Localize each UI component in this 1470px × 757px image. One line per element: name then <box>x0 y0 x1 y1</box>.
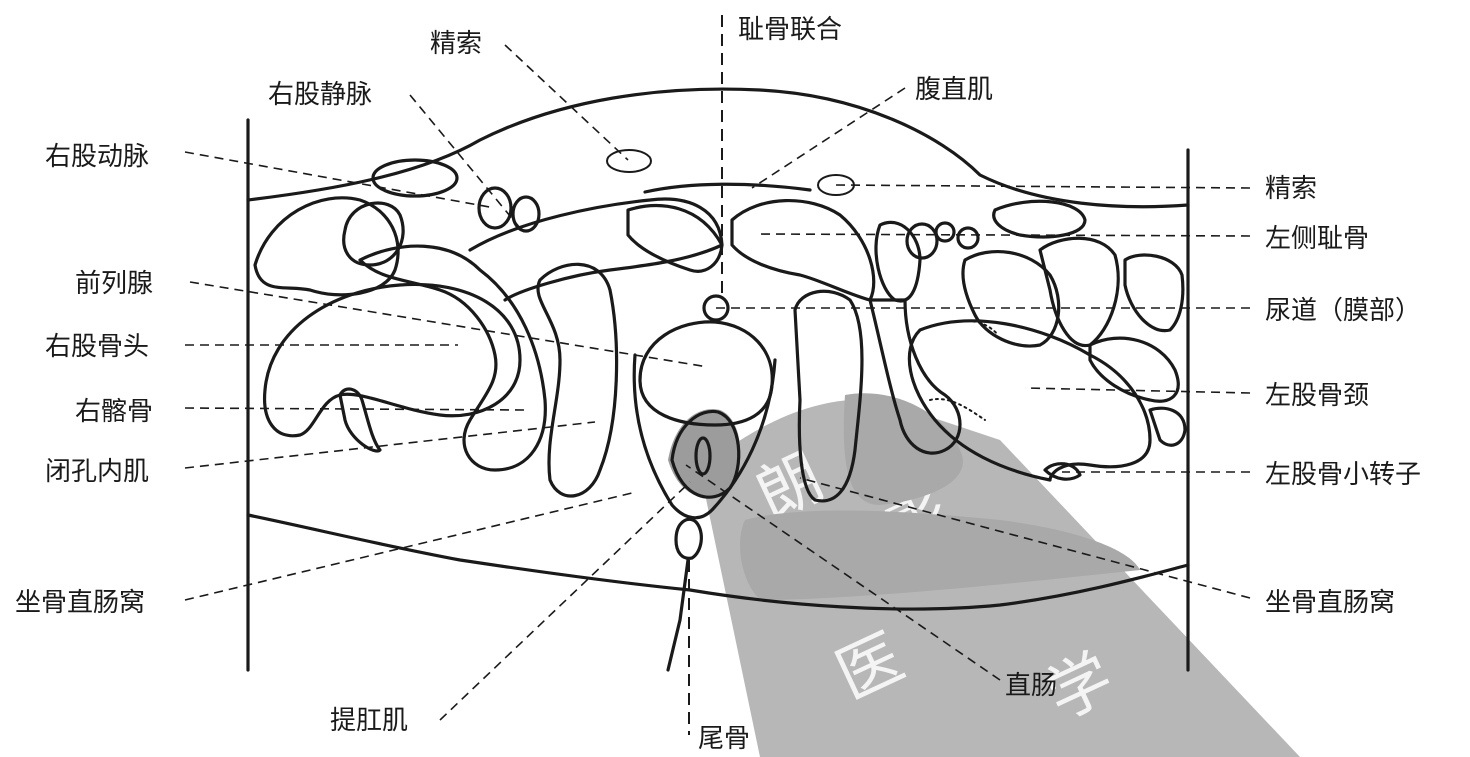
right-sartorius <box>342 201 405 267</box>
label-left-lesser-trochanter: 左股骨小转子 <box>1265 460 1421 490</box>
leader-left-pubis <box>757 233 1251 237</box>
symphysis-bridge <box>643 182 812 194</box>
right-pubic-ramus <box>468 197 724 302</box>
label-levator-ani: 提肛肌 <box>330 706 408 736</box>
left-obturator <box>793 289 864 503</box>
left-lesser-trochanter-outline <box>1043 462 1082 481</box>
label-right-femoral-head: 右股骨头 <box>45 332 149 362</box>
leader-left-femoral-neck <box>1024 387 1251 394</box>
left-muscle-group-2 <box>1123 253 1185 333</box>
levator-ani-wall <box>632 353 777 520</box>
left-side-structures <box>793 174 1187 503</box>
gluteal-cleft <box>666 558 690 672</box>
label-ischiorectal-fossa-right: 坐骨直肠窝 <box>1265 588 1395 618</box>
shaded-rectum <box>668 409 741 498</box>
left-capsule-dotted <box>954 319 999 336</box>
left-femoral-head-outline <box>907 319 1152 482</box>
label-pubic-symphysis: 耻骨联合 <box>738 15 842 45</box>
label-rectum: 直肠 <box>1005 671 1057 701</box>
leader-right-femoral-vein <box>409 94 521 229</box>
right-femoral-head-outline <box>262 282 522 438</box>
leader-prostate <box>189 281 709 368</box>
left-spermatic-cord <box>817 174 855 196</box>
leader-ischiorectal-right <box>799 477 1251 599</box>
left-sartorius <box>874 220 922 303</box>
right-obturator <box>536 262 619 498</box>
right-ischium-outline <box>358 244 547 472</box>
leader-rectum <box>685 464 1001 681</box>
body-outline <box>246 87 1190 672</box>
body-lower-contour <box>246 513 1190 611</box>
left-femoral-neck-bone <box>961 249 1061 348</box>
label-right-femoral-artery: 右股动脉 <box>45 142 149 172</box>
shaded-lower-right <box>740 510 1140 600</box>
leader-spermatic-cord-right <box>835 184 1251 189</box>
leader-right-ischium <box>184 407 526 411</box>
leader-spermatic-cord-top <box>504 44 629 161</box>
urethra-ring <box>702 294 730 322</box>
left-ischium-outline <box>868 298 962 455</box>
leader-rectus-abdominis <box>751 87 906 189</box>
right-pubic-body <box>626 203 724 273</box>
right-iliopsoas <box>253 196 400 297</box>
shaded-left-fossa <box>843 393 963 505</box>
leader-ischiorectal-left <box>184 492 633 601</box>
right-side-structures <box>253 149 724 498</box>
left-capsule-dotted-lower <box>929 398 986 421</box>
right-femoral-artery-ring <box>511 195 541 233</box>
label-urethra-membranous: 尿道（膜部） <box>1265 296 1421 326</box>
prostate-outline <box>638 320 774 427</box>
label-left-femoral-neck: 左股骨颈 <box>1265 381 1369 411</box>
body-top-contour <box>246 87 1190 209</box>
label-left-pubis: 左侧耻骨 <box>1265 224 1369 254</box>
label-right-ischium: 右髂骨 <box>75 397 153 427</box>
left-femoral-vein-ring <box>905 222 939 260</box>
label-rectus-abdominis: 腹直肌 <box>915 75 993 105</box>
midline-structures <box>626 182 876 560</box>
rectum-lumen <box>694 436 712 476</box>
left-gluteus <box>1148 406 1187 447</box>
left-muscle-group-1 <box>1038 236 1120 348</box>
left-vastus <box>1088 336 1180 403</box>
label-ischiorectal-fossa-left: 坐骨直肠窝 <box>15 588 145 618</box>
left-iliopsoas <box>992 199 1087 239</box>
leader-right-femoral-artery <box>184 151 496 209</box>
leader-lines <box>184 44 1251 721</box>
label-coccyx: 尾骨 <box>698 724 750 754</box>
label-spermatic-cord-top: 精索 <box>430 29 482 59</box>
left-femoral-artery-ring <box>934 221 956 243</box>
leader-levator-ani <box>439 481 691 721</box>
rectum-outline <box>670 409 741 499</box>
right-inguinal-node <box>371 158 459 198</box>
label-right-femoral-vein: 右股静脉 <box>268 80 372 110</box>
label-spermatic-cord-right: 精索 <box>1265 174 1317 204</box>
right-spermatic-cord <box>606 149 652 173</box>
labels: 精索 耻骨联合 右股静脉 腹直肌 右股动脉 精索 左侧耻骨 前列腺 尿道（膜部）… <box>15 15 1421 754</box>
right-greater-trochanter <box>338 387 382 453</box>
left-pubic-body <box>730 199 876 302</box>
leader-obturator-internus <box>184 421 596 469</box>
label-obturator-internus: 闭孔内肌 <box>45 457 149 487</box>
label-prostate: 前列腺 <box>75 269 153 299</box>
left-femoral-nerve-ring <box>956 226 980 250</box>
shaded-regions <box>668 393 1140 600</box>
coccyx-outline <box>674 517 703 560</box>
right-femoral-vein-ring <box>477 186 513 230</box>
